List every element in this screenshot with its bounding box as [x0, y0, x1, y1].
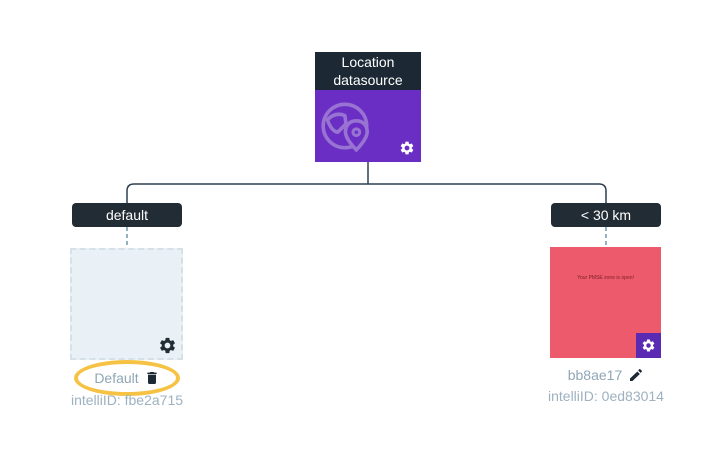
- pencil-icon[interactable]: [628, 367, 644, 383]
- trash-icon[interactable]: [144, 370, 160, 386]
- gear-button[interactable]: [636, 333, 661, 358]
- default-variant-card[interactable]: [70, 248, 183, 360]
- variant-name-row: bb8ae17: [506, 367, 706, 383]
- branch-label-default[interactable]: default: [72, 203, 182, 227]
- intelli-id: intelliID: fbe2a715: [70, 392, 184, 408]
- highlight-ellipse: Default: [74, 360, 180, 396]
- node-title: Location datasource: [315, 52, 421, 90]
- card-message: Your PMSE zone is open!: [577, 275, 634, 281]
- gear-icon[interactable]: [158, 336, 177, 355]
- node-body[interactable]: [315, 90, 421, 162]
- globe-location-icon: [321, 102, 370, 153]
- location-datasource-node[interactable]: Location datasource: [315, 52, 421, 162]
- variant-name: Default: [94, 370, 139, 386]
- intelli-id: intelliID: 0ed83014: [548, 388, 664, 404]
- gear-icon: [642, 339, 655, 352]
- gear-icon[interactable]: [399, 140, 415, 156]
- distance-variant-card[interactable]: Your PMSE zone is open!: [550, 247, 661, 358]
- branch-label-30km[interactable]: < 30 km: [551, 203, 661, 227]
- variant-name: bb8ae17: [567, 367, 623, 383]
